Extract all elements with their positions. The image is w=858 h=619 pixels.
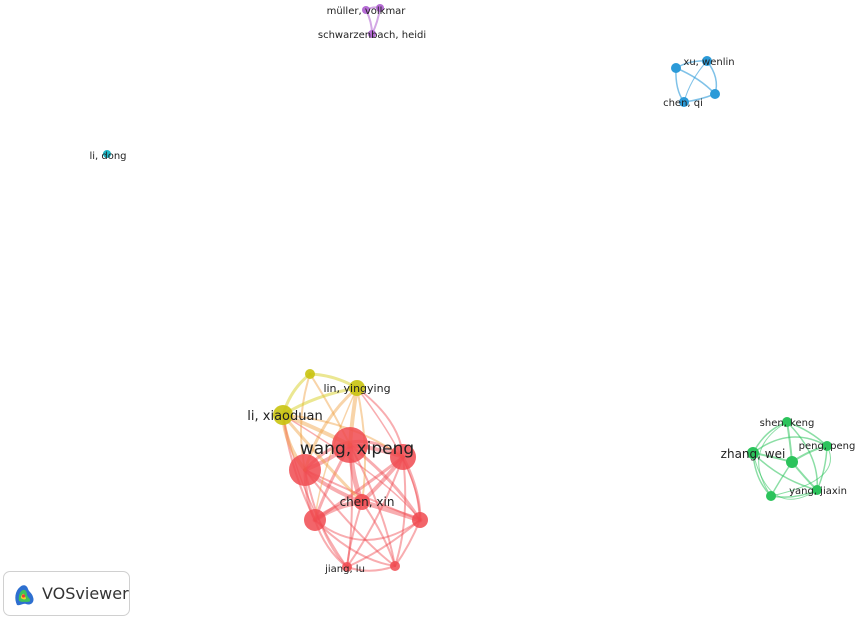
node-jiang-lu[interactable] — [342, 562, 352, 572]
node-zhang-wei[interactable] — [747, 447, 759, 459]
node-purple-right[interactable] — [376, 4, 384, 12]
link — [675, 67, 716, 95]
node-green-bottom[interactable] — [766, 491, 776, 501]
node-chen-qi[interactable] — [679, 97, 689, 107]
label-jiang-lu: jiang, lu — [324, 564, 365, 575]
node-red-right[interactable] — [390, 444, 416, 470]
network-links — [281, 6, 832, 572]
label-wang-xipeng: wang, xipeng — [300, 439, 414, 459]
node-blue-left[interactable] — [671, 63, 681, 73]
label-chen-qi: chen, qi — [663, 98, 703, 109]
label-zhang-wei: zhang, wei — [721, 447, 786, 461]
node-muller-volkmar[interactable] — [362, 6, 370, 14]
label-schwarzenbach-heidi: schwarzenbach, heidi — [318, 30, 426, 41]
link — [394, 456, 407, 567]
network-nodes — [103, 4, 832, 572]
vosviewer-label: VOSviewer — [42, 584, 129, 603]
label-yang-jiaxin: yang, jiaxin — [789, 486, 847, 497]
label-shen-keng: shen, keng — [760, 418, 815, 429]
label-xu-wenlin: xu, wenlin — [683, 57, 734, 68]
link — [314, 387, 358, 521]
link — [282, 414, 348, 568]
link — [304, 469, 396, 567]
node-blue-right[interactable] — [710, 89, 720, 99]
link — [346, 519, 421, 568]
link — [816, 445, 828, 491]
node-yang-jiaxin[interactable] — [812, 485, 822, 495]
node-red-lower-left[interactable] — [304, 509, 326, 531]
node-lin-yingying[interactable] — [349, 380, 365, 396]
label-li-xiaoduan: li, xiaoduan — [247, 409, 322, 424]
node-green-center[interactable] — [786, 456, 798, 468]
link — [282, 414, 421, 521]
node-schwarzenbach-heidi[interactable] — [368, 30, 376, 38]
link — [281, 413, 364, 504]
node-li-xiaoduan[interactable] — [273, 405, 293, 425]
label-lin-yingying: lin, yingying — [323, 382, 390, 395]
link — [314, 519, 421, 541]
link — [770, 445, 832, 497]
label-peng-peng: peng, peng — [799, 441, 856, 452]
node-peng-peng[interactable] — [822, 441, 832, 451]
label-muller-volkmar: müller, volkmar — [327, 6, 407, 17]
node-li-dong[interactable] — [103, 150, 111, 158]
node-shen-keng[interactable] — [782, 417, 792, 427]
node-yellow-small[interactable] — [305, 369, 315, 379]
vosviewer-logo-icon — [15, 584, 34, 605]
node-wang-xipeng[interactable] — [332, 427, 368, 463]
link — [786, 421, 818, 491]
link — [758, 421, 788, 497]
link — [675, 67, 685, 103]
network-labels: wang, xipeng li, xiaoduan lin, yingying … — [89, 6, 855, 575]
node-red-lower-right[interactable] — [412, 512, 428, 528]
label-chen-xin: chen, xin — [340, 495, 395, 509]
link — [346, 456, 404, 568]
node-chen-xin[interactable] — [354, 494, 370, 510]
link — [752, 452, 818, 500]
link — [314, 519, 396, 567]
label-li-dong: li, dong — [89, 151, 126, 162]
node-red-left[interactable] — [289, 454, 321, 486]
node-red-bottom-right[interactable] — [390, 561, 400, 571]
node-xu-wenlin[interactable] — [702, 56, 712, 66]
vosviewer-badge[interactable]: VOSviewer — [3, 571, 130, 616]
